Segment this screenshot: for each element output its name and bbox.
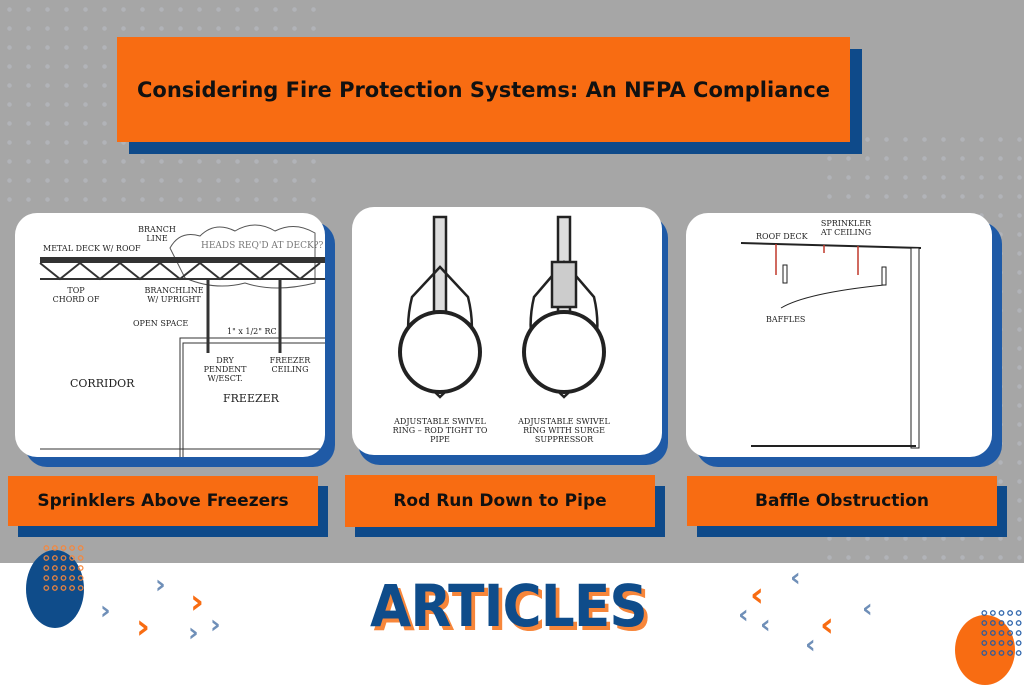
- chevron-left-icon: ‹: [760, 610, 771, 640]
- label-surge-suppressor: ADJUSTABLE SWIVEL RING WITH SURGE SUPPRE…: [518, 417, 610, 445]
- chevron-right-icon: ›: [188, 618, 199, 648]
- articles-heading: ARTICLES: [370, 572, 648, 640]
- label-dry-pendent: DRY PENDENT W/ESCT.: [203, 356, 247, 384]
- chevron-right-icon: ›: [155, 570, 166, 600]
- label-heads: HEADS REQ'D AT DECK??: [201, 241, 324, 251]
- chevron-left-icon: ‹: [738, 600, 749, 630]
- chevron-right-icon: ›: [136, 607, 151, 647]
- caption-baffle-obstruction[interactable]: Baffle Obstruction: [687, 476, 997, 526]
- caption-sprinklers-above-freezers[interactable]: Sprinklers Above Freezers: [8, 476, 318, 526]
- label-roof-deck: ROOF DECK: [756, 232, 808, 241]
- label-corridor: CORRIDOR: [70, 377, 135, 390]
- baffle-obstruction-diagram: ROOF DECK SPRINKLER AT CEILING BAFFLES: [686, 213, 992, 457]
- label-rc: 1" x 1/2" RC: [227, 327, 277, 336]
- label-sprinkler-at-ceiling: SPRINKLER AT CEILING: [820, 219, 872, 238]
- chevron-right-icon: ›: [100, 596, 111, 626]
- label-freezer: FREEZER: [223, 392, 279, 405]
- label-rod-tight: ADJUSTABLE SWIVEL RING – ROD TIGHT TO PI…: [392, 417, 488, 445]
- chevron-left-icon: ‹: [862, 594, 873, 624]
- swivel-ring-diagram: ADJUSTABLE SWIVEL RING – ROD TIGHT TO PI…: [352, 207, 662, 455]
- label-freezer-ceiling: FREEZER CEILING: [269, 356, 311, 375]
- label-open-space: OPEN SPACE: [133, 319, 189, 328]
- chevron-left-icon: ‹: [820, 605, 835, 645]
- dot-ring-decoration: [42, 543, 86, 593]
- label-metal-deck: METAL DECK W/ ROOF: [43, 244, 141, 253]
- chevron-right-icon: ›: [190, 582, 205, 622]
- label-branchline: BRANCHLINE W/ UPRIGHT: [144, 286, 204, 305]
- caption-rod-run-down[interactable]: Rod Run Down to Pipe: [345, 475, 655, 527]
- sprinkler-freezer-diagram: METAL DECK W/ ROOF BRANCH LINE HEADS REQ…: [15, 213, 325, 457]
- dot-ring-decoration: [980, 608, 1024, 658]
- label-baffles: BAFFLES: [766, 315, 806, 324]
- chevron-right-icon: ›: [210, 610, 221, 640]
- chevron-left-icon: ‹: [805, 630, 816, 660]
- chevron-left-icon: ‹: [790, 563, 801, 593]
- page-title: Considering Fire Protection Systems: An …: [117, 37, 850, 142]
- chevron-left-icon: ‹: [750, 575, 765, 615]
- label-top-chord: TOP CHORD OF: [52, 286, 100, 305]
- label-branch-line: BRANCH LINE: [138, 225, 176, 244]
